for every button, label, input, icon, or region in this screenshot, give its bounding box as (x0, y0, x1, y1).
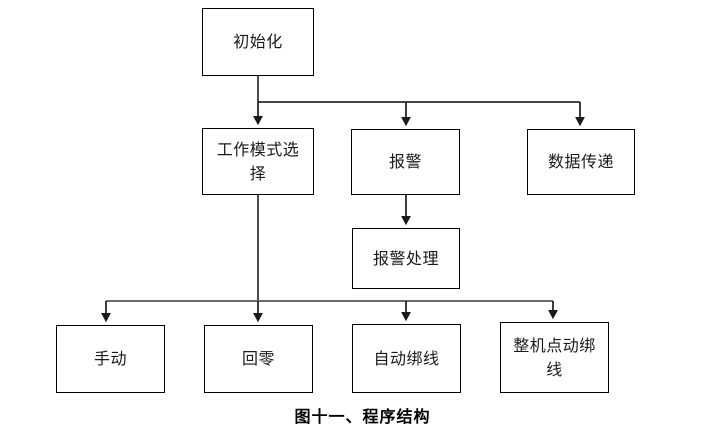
node-machine-jog-wire-binding: 整机点动绑 线 (500, 322, 609, 393)
node-alarm-handling-label: 报警处理 (372, 248, 439, 268)
node-init: 初始化 (202, 8, 314, 76)
node-work-mode-select-label: 工作模式选 择 (216, 140, 300, 183)
node-auto-wire-binding: 自动绑线 (352, 324, 461, 393)
node-init-label: 初始化 (233, 32, 283, 51)
node-manual: 手动 (56, 325, 165, 393)
node-alarm-handling: 报警处理 (352, 228, 460, 289)
node-work-mode-select: 工作模式选 择 (202, 128, 314, 195)
node-machine-jog-wire-binding-label: 整机点动绑 线 (513, 336, 596, 379)
edge-work-mode-select-to-bus (106, 195, 553, 302)
node-auto-wire-binding-label: 自动绑线 (373, 348, 440, 368)
node-manual-label: 手动 (93, 349, 127, 368)
edge-init-to-bus (257, 76, 580, 103)
node-data-transfer-label: 数据传递 (547, 152, 614, 171)
node-alarm: 报警 (351, 129, 460, 195)
node-return-zero-label: 回零 (241, 349, 275, 368)
node-return-zero: 回零 (204, 325, 313, 393)
figure-caption: 图十一、程序结构 (294, 407, 431, 426)
node-alarm-label: 报警 (388, 152, 422, 171)
node-data-transfer: 数据传递 (527, 129, 635, 195)
